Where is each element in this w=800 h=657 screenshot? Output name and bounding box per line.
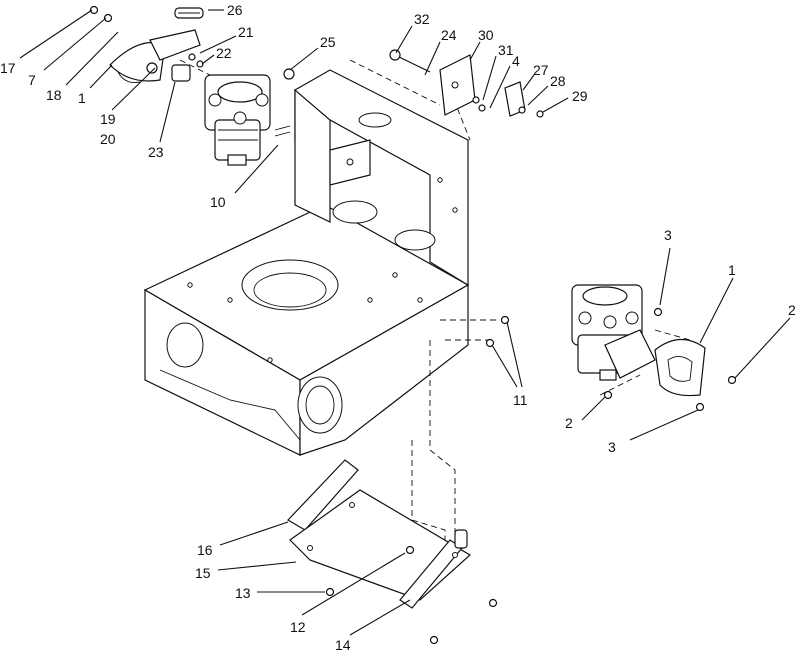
right-hydraulic-pump [571, 284, 663, 381]
callout-25: 25 [320, 34, 336, 50]
callout-13: 13 [235, 585, 251, 601]
callout-28: 28 [550, 73, 566, 89]
callout-21: 21 [238, 24, 254, 40]
callout-24: 24 [441, 27, 457, 43]
callout-4: 4 [512, 53, 520, 69]
main-frame [143, 69, 470, 456]
callout-27: 27 [533, 62, 549, 78]
bottom-plates [287, 459, 498, 645]
callout-3-top: 3 [664, 227, 672, 243]
callout-26: 26 [227, 2, 243, 18]
callout-19: 19 [100, 111, 116, 127]
callout-11: 11 [513, 392, 528, 408]
callout-7: 7 [28, 72, 36, 88]
callout-20: 20 [100, 131, 116, 147]
callout-2-lower: 2 [565, 415, 573, 431]
left-hydraulic-pump [204, 74, 271, 166]
callout-3-lower: 3 [608, 439, 616, 455]
callout-18: 18 [46, 87, 62, 103]
right-bracket-assembly [274, 49, 544, 137]
callout-30: 30 [478, 27, 494, 43]
callout-23: 23 [148, 144, 164, 160]
left-control-arm [89, 5, 204, 83]
callout-29: 29 [572, 88, 588, 104]
callout-14: 14 [335, 637, 351, 653]
right-control-plate [603, 338, 737, 412]
frame-bolts [485, 315, 510, 348]
callout-leaders [19, 9, 791, 636]
callout-32: 32 [414, 11, 430, 27]
callout-17: 17 [0, 60, 16, 76]
callout-12: 12 [290, 619, 306, 635]
callout-15: 15 [195, 565, 211, 581]
callout-22: 22 [216, 45, 232, 61]
callout-31: 31 [498, 42, 514, 58]
callout-1-left: 1 [78, 90, 86, 106]
callout-10: 10 [210, 194, 226, 210]
callout-1-right: 1 [728, 262, 736, 278]
callout-2-right: 2 [788, 302, 796, 318]
callout-16: 16 [197, 542, 213, 558]
